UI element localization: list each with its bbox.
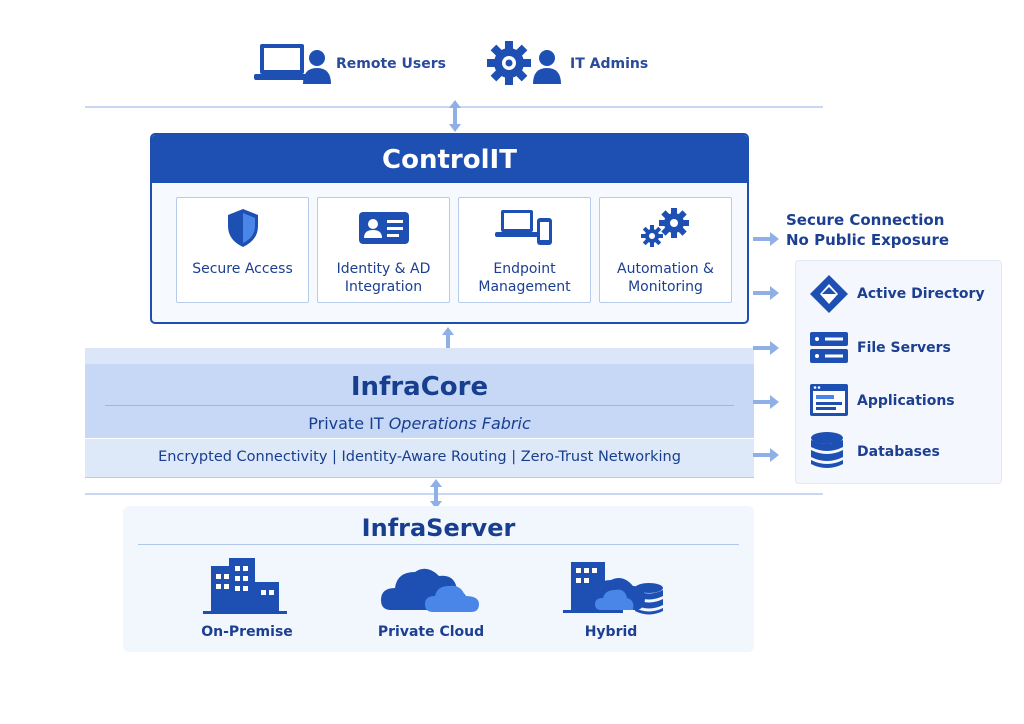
bidirectional-arrow-icon xyxy=(449,100,461,132)
right-arrow-icon xyxy=(753,232,779,246)
module-label: Secure Access xyxy=(192,261,293,277)
application-window-icon xyxy=(810,384,848,416)
right-arrow-icon xyxy=(753,341,779,355)
infracore-panel: InfraCore Private IT Operations Fabric xyxy=(85,364,754,438)
gears-icon xyxy=(640,208,689,247)
secure-connection-line1: Secure Connection xyxy=(786,211,945,229)
module-label: Identity & AD Integration xyxy=(336,261,431,295)
module-endpoint-management[interactable]: Endpoint Management xyxy=(458,197,591,303)
resources-panel: Active Directory File Servers Applicatio… xyxy=(795,260,1002,484)
module-label: Endpoint Management xyxy=(478,261,571,295)
deployment-label: Hybrid xyxy=(584,624,638,640)
infracore-subtitle-italic: Operations Fabric xyxy=(388,414,531,433)
deployment-label: On-Premise xyxy=(201,624,293,640)
infracore-features: Encrypted Connectivity | Identity-Aware … xyxy=(158,449,681,465)
resource-label[interactable]: File Servers xyxy=(857,340,951,356)
right-arrow-icon xyxy=(753,286,779,300)
secure-connection-line2: No Public Exposure xyxy=(786,231,950,249)
it-admins: IT Admins xyxy=(486,40,666,86)
infracore-subtitle: Private IT Operations Fabric xyxy=(85,414,754,433)
laptop-user-icon xyxy=(254,44,331,84)
module-identity-ad[interactable]: Identity & AD Integration xyxy=(317,197,450,303)
module-secure-access[interactable]: Secure Access xyxy=(176,197,309,303)
infracore-title: InfraCore xyxy=(350,372,489,402)
resource-label[interactable]: Applications xyxy=(857,393,955,409)
database-icon xyxy=(811,432,843,468)
building-icon xyxy=(203,558,287,614)
id-card-icon xyxy=(358,212,409,244)
shield-icon xyxy=(227,209,258,247)
active-directory-icon xyxy=(810,275,848,313)
server-icon xyxy=(810,332,848,363)
infracore-top-band xyxy=(85,348,754,364)
right-arrow-icon xyxy=(753,395,779,409)
infraserver-divider xyxy=(138,544,739,545)
remote-users-label: Remote Users xyxy=(336,56,446,72)
module-label: Automation & Monitoring xyxy=(617,261,714,295)
infracore-subtitle-plain: Private IT xyxy=(308,414,389,433)
infraserver-title: InfraServer xyxy=(361,514,516,542)
gear-user-icon xyxy=(487,41,561,85)
infracore-divider xyxy=(105,405,734,406)
infracore-features-band: Encrypted Connectivity | Identity-Aware … xyxy=(85,439,754,478)
controlit-title: ControlIT xyxy=(152,135,747,183)
resource-label[interactable]: Active Directory xyxy=(857,286,985,302)
bidirectional-arrow-icon xyxy=(442,327,454,361)
right-arrow-icon xyxy=(753,448,779,462)
bidirectional-arrow-icon xyxy=(430,479,442,509)
hybrid-icon xyxy=(563,562,663,615)
remote-users: Remote Users xyxy=(254,40,454,86)
secure-connection-label: Secure Connection No Public Exposure xyxy=(786,210,949,250)
controlit-panel: ControlIT Secure Access Identity & AD In… xyxy=(150,133,749,324)
module-automation-monitoring[interactable]: Automation & Monitoring xyxy=(599,197,732,303)
laptop-phone-icon xyxy=(494,210,552,245)
divider-bottom xyxy=(85,493,823,495)
deployment-label: Private Cloud xyxy=(377,624,485,640)
infraserver-panel: InfraServer On-Premise Private Cloud xyxy=(123,506,754,652)
resource-label[interactable]: Databases xyxy=(857,444,940,460)
it-admins-label: IT Admins xyxy=(570,56,649,72)
cloud-icon xyxy=(381,568,479,612)
